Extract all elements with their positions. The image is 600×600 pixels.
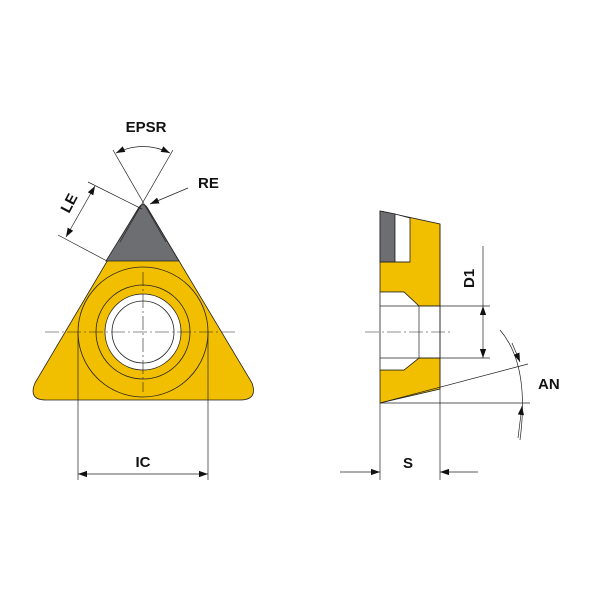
epsr-line-left xyxy=(112,149,167,243)
le-ext-bottom xyxy=(57,234,108,262)
ic-label: IC xyxy=(136,454,151,471)
epsr-arc xyxy=(115,146,171,154)
cutting-tip xyxy=(105,204,180,262)
side-tip xyxy=(379,210,396,263)
side-view: D1 AN S xyxy=(340,210,560,480)
epsr-line-right xyxy=(119,149,174,243)
epsr-label: EPSR xyxy=(126,119,167,136)
side-tip-pocket xyxy=(394,213,411,263)
d1-label: D1 xyxy=(461,269,478,288)
le-ext-top xyxy=(87,181,143,210)
an-label: AN xyxy=(538,376,560,393)
re-label: RE xyxy=(198,175,219,192)
le-dim-line xyxy=(65,185,96,238)
an-arc xyxy=(499,329,523,441)
an-arrow-bottom xyxy=(517,405,525,439)
front-view: EPSR RE LE IC xyxy=(32,119,254,480)
s-label: S xyxy=(403,455,413,472)
an-arrow-top xyxy=(511,342,521,363)
an-flank-line xyxy=(379,363,529,404)
le-label: LE xyxy=(58,191,82,216)
re-leader xyxy=(149,187,189,205)
